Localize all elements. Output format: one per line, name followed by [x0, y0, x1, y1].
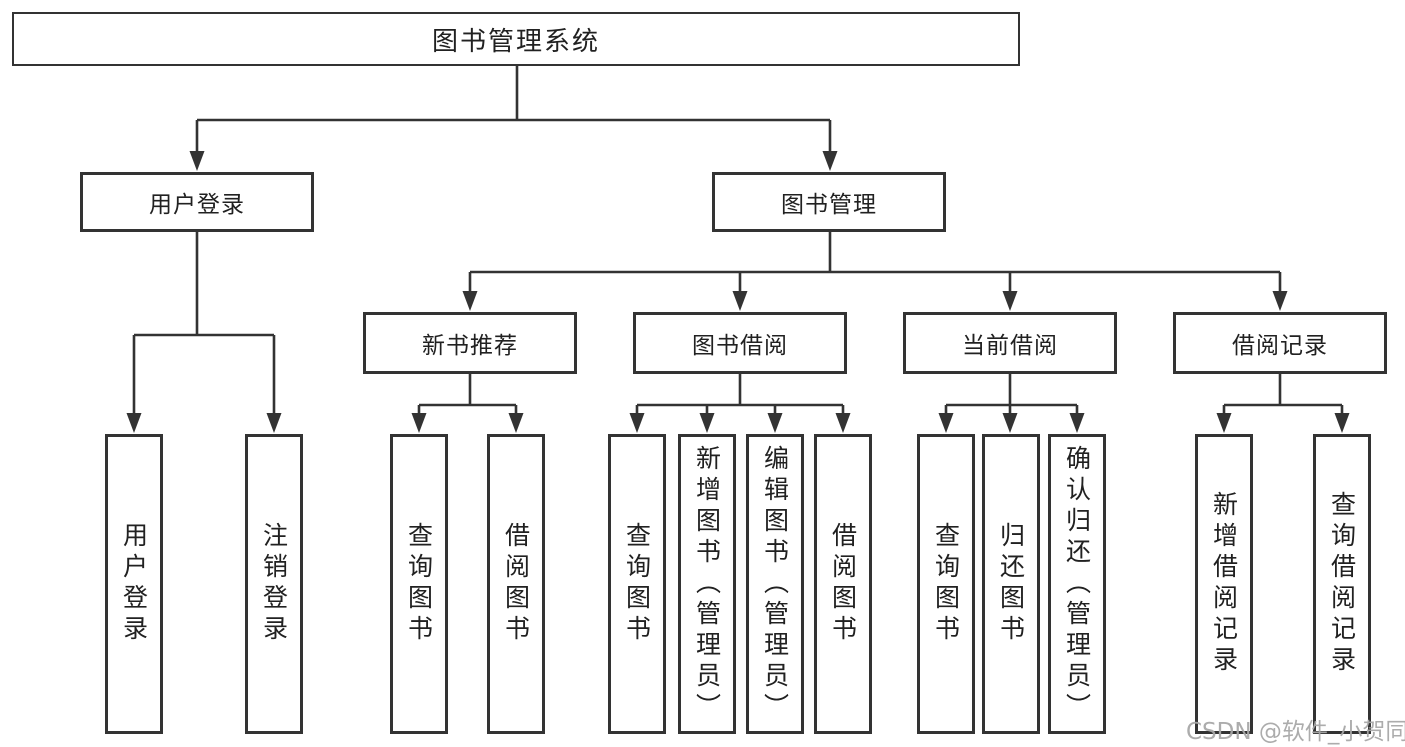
node-query-books-borrow-label: 查询图书	[622, 522, 652, 646]
node-confirm-return-admin: 确认归还（管理员）	[1048, 434, 1106, 734]
csdn-watermark: CSDN @软件_小贺同学	[1186, 719, 1405, 745]
arrowhead-icon	[1069, 413, 1085, 433]
arrowhead-icon	[126, 413, 142, 433]
node-book-borrow: 图书借阅	[633, 312, 847, 374]
arrowhead-icon	[1334, 413, 1350, 433]
node-query-borrow-record-label: 查询借阅记录	[1327, 491, 1357, 677]
node-edit-book-admin: 编辑图书（管理员）	[746, 434, 804, 734]
arrowhead-icon	[835, 413, 851, 433]
node-new-book-recommend: 新书推荐	[363, 312, 577, 374]
node-edit-book-admin-label: 编辑图书（管理员）	[760, 444, 790, 724]
arrowhead-icon	[189, 151, 205, 171]
arrowhead-icon	[1216, 413, 1232, 433]
node-root-system: 图书管理系统	[12, 12, 1020, 66]
node-user-login-leaf-label: 用户登录	[119, 522, 149, 646]
node-logout: 注销登录	[245, 434, 303, 734]
node-user-login-label: 用户登录	[149, 192, 245, 218]
arrowhead-icon	[629, 413, 645, 433]
arrowhead-icon	[1002, 413, 1018, 433]
arrowhead-icon	[508, 413, 524, 433]
node-borrow-books-leaf: 借阅图书	[814, 434, 872, 734]
arrowhead-icon	[822, 151, 838, 171]
arrowhead-icon	[411, 413, 427, 433]
node-confirm-return-admin-label: 确认归还（管理员）	[1062, 444, 1092, 724]
arrowhead-icon	[1002, 291, 1018, 311]
node-current-borrow: 当前借阅	[903, 312, 1117, 374]
node-add-book-admin: 新增图书（管理员）	[678, 434, 736, 734]
node-borrow-books-recommend-label: 借阅图书	[501, 522, 531, 646]
node-new-book-recommend-label: 新书推荐	[422, 333, 518, 359]
node-logout-label: 注销登录	[259, 522, 289, 646]
node-return-books-label: 归还图书	[996, 522, 1026, 646]
node-query-borrow-record: 查询借阅记录	[1313, 434, 1371, 734]
node-user-login-leaf: 用户登录	[105, 434, 163, 734]
node-query-books-current: 查询图书	[917, 434, 975, 734]
node-borrow-records: 借阅记录	[1173, 312, 1387, 374]
node-borrow-books-recommend: 借阅图书	[487, 434, 545, 734]
node-query-books-borrow: 查询图书	[608, 434, 666, 734]
arrowhead-icon	[938, 413, 954, 433]
node-add-borrow-record: 新增借阅记录	[1195, 434, 1253, 734]
node-book-management-label: 图书管理	[781, 192, 877, 218]
node-root-label: 图书管理系统	[431, 26, 600, 57]
node-add-borrow-record-label: 新增借阅记录	[1209, 491, 1239, 677]
node-borrow-records-label: 借阅记录	[1232, 333, 1328, 359]
node-borrow-books-leaf-label: 借阅图书	[828, 522, 858, 646]
arrowhead-icon	[1272, 291, 1288, 311]
node-book-borrow-label: 图书借阅	[692, 333, 788, 359]
arrowhead-icon	[767, 413, 783, 433]
arrowhead-icon	[699, 413, 715, 433]
node-user-login: 用户登录	[80, 172, 314, 232]
arrowhead-icon	[732, 291, 748, 311]
arrowhead-icon	[462, 291, 478, 311]
arrowhead-icon	[266, 413, 282, 433]
node-query-books-recommend-label: 查询图书	[404, 522, 434, 646]
node-book-management: 图书管理	[712, 172, 946, 232]
node-query-books-recommend: 查询图书	[390, 434, 448, 734]
node-current-borrow-label: 当前借阅	[962, 333, 1058, 359]
node-return-books: 归还图书	[982, 434, 1040, 734]
node-query-books-current-label: 查询图书	[931, 522, 961, 646]
node-add-book-admin-label: 新增图书（管理员）	[692, 444, 722, 724]
